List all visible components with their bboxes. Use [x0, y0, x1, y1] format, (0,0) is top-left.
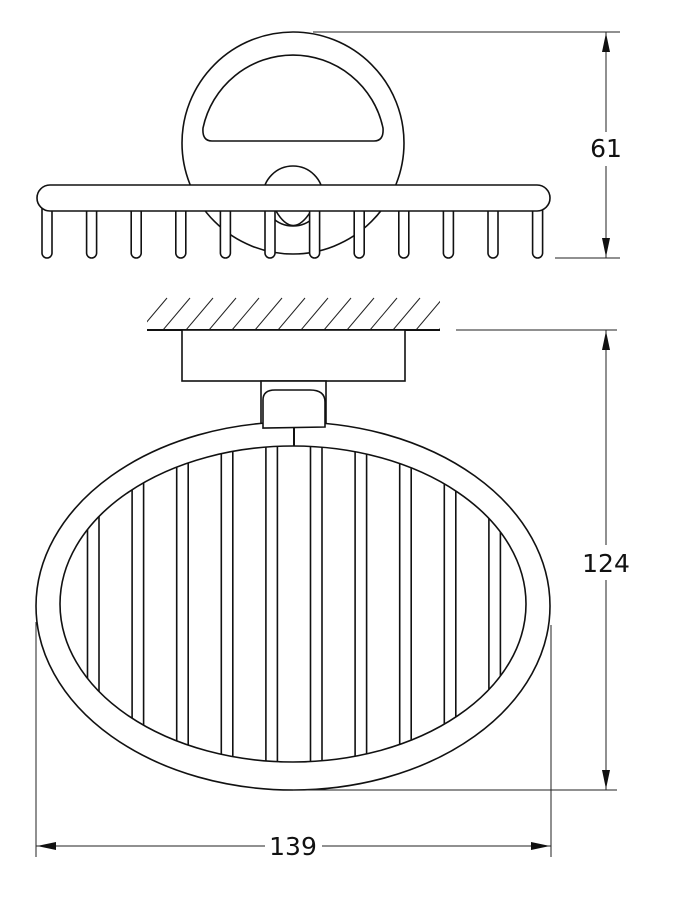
- arrow-down-icon: [602, 238, 610, 257]
- basket-wire: [398, 446, 413, 762]
- basket-wire: [131, 446, 145, 762]
- dimension-label-61: 61: [590, 134, 622, 163]
- hatch-line: [369, 297, 398, 330]
- tine: [219, 204, 232, 259]
- tine: [41, 204, 53, 259]
- basket-wire: [309, 446, 323, 762]
- dimension-139: 139: [35, 622, 552, 861]
- basket-wire: [488, 446, 502, 762]
- arrow-right-icon: [531, 842, 550, 850]
- hatch-line: [254, 297, 283, 330]
- tine: [442, 204, 455, 259]
- top-view: [36, 31, 551, 259]
- tine: [531, 204, 544, 259]
- hatch-line: [117, 298, 144, 330]
- basket-wire: [354, 446, 368, 762]
- arrow-left-icon: [37, 842, 56, 850]
- hatch-line: [231, 297, 260, 330]
- basket-wire: [265, 446, 279, 762]
- hatch-line: [185, 297, 214, 330]
- tines: [41, 204, 544, 259]
- tine: [85, 204, 98, 259]
- hatch-line: [162, 297, 191, 330]
- wall-mount: [181, 329, 406, 382]
- basket-wire: [175, 446, 189, 762]
- hatch-line: [323, 297, 352, 330]
- basket-wire: [443, 446, 457, 762]
- plate-cutout: [202, 54, 384, 142]
- dimension-124: 124: [293, 329, 630, 791]
- front-view: [35, 297, 551, 791]
- hatch-line: [208, 297, 237, 330]
- tine: [264, 204, 276, 259]
- dimension-label-124: 124: [582, 549, 630, 578]
- hatch-line: [392, 297, 421, 330]
- arrow-up-icon: [602, 33, 610, 52]
- tine: [353, 204, 365, 259]
- tine: [308, 204, 321, 259]
- tine: [487, 204, 499, 259]
- arrow-down-icon: [602, 770, 610, 789]
- dimension-61: 61: [313, 31, 622, 259]
- dimension-label-139: 139: [269, 832, 317, 861]
- hatch-line: [346, 297, 375, 330]
- tine: [130, 204, 142, 259]
- wall-hatch: [117, 297, 440, 330]
- knob-lower-arc: [275, 210, 312, 227]
- basket-wire: [220, 446, 234, 762]
- hatch-line: [277, 297, 306, 330]
- hatch-line: [147, 297, 168, 323]
- connector-clip: [262, 389, 326, 429]
- hatch-line: [415, 300, 440, 330]
- hatch-line: [438, 328, 440, 330]
- hatch-line: [300, 297, 329, 330]
- basket-wires: [86, 446, 502, 762]
- tine: [398, 204, 410, 259]
- basket-wire: [86, 446, 100, 762]
- arrow-up-icon: [602, 331, 610, 350]
- basket-rim-bar: [36, 184, 551, 212]
- tine: [175, 204, 187, 259]
